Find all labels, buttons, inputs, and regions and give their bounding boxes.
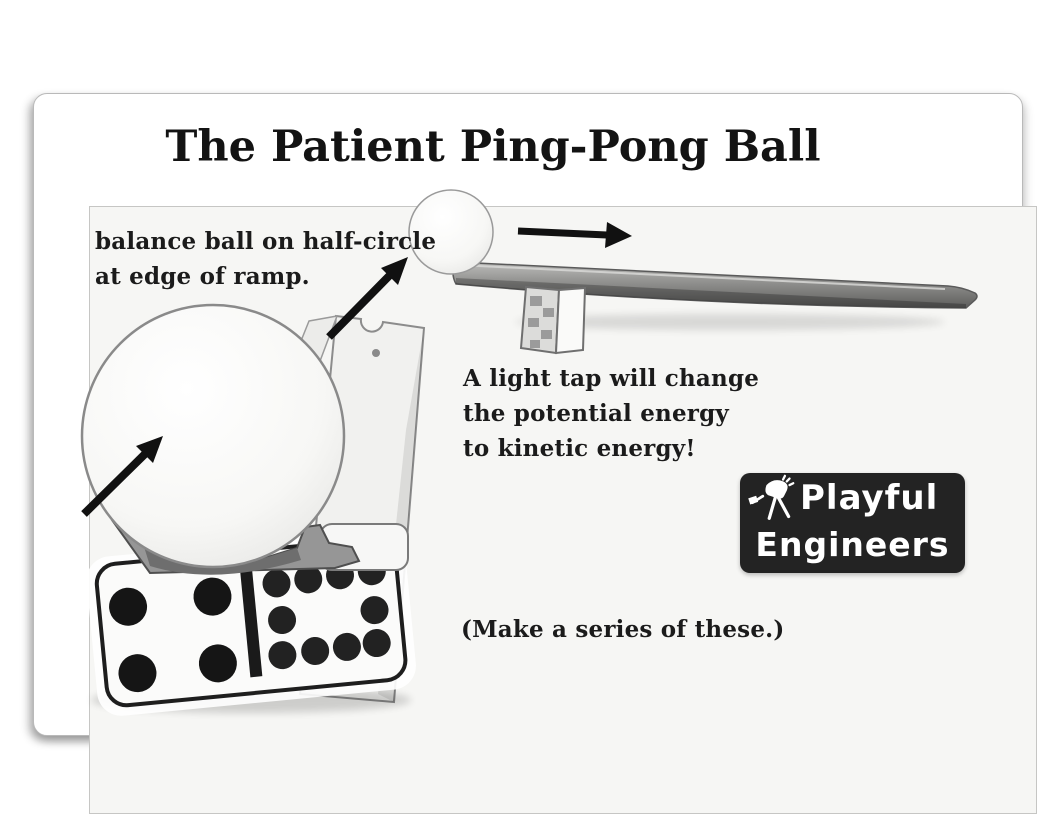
page-title: The Patient Ping-Pong Ball <box>165 122 821 172</box>
balance-note-line1: balance ball on half-circle <box>95 228 437 255</box>
energy-note-line3: to kinetic energy! <box>463 435 696 462</box>
logo-row: Playful <box>740 473 965 523</box>
logo-word-playful: Playful <box>800 478 939 518</box>
logo-word-engineers: Engineers <box>755 525 950 564</box>
seesaw-plank <box>452 261 978 330</box>
energy-note-line2: the potential energy <box>463 400 729 427</box>
arrow-to-ball-icon <box>326 257 408 340</box>
domino-pips-left <box>109 577 237 693</box>
energy-note: A light tap will change the potential en… <box>463 361 759 466</box>
series-note: (Make a series of these.) <box>461 616 785 643</box>
arrow-in-ball-icon <box>81 436 163 517</box>
ball-small <box>408 189 494 275</box>
balance-note: balance ball on half-circle at edge of r… <box>95 224 436 294</box>
domino-pips-right <box>262 557 391 670</box>
playful-engineers-logo: Playful Engineers <box>740 473 965 573</box>
energy-note-line1: A light tap will change <box>463 365 760 392</box>
ball-large <box>80 303 346 569</box>
arrow-direction-icon <box>517 222 632 248</box>
domino-divider <box>239 564 263 678</box>
domino <box>86 530 416 716</box>
fulcrum-block <box>519 285 587 355</box>
balance-note-line2: at edge of ramp. <box>95 263 310 290</box>
hand-compass-hammer-icon <box>748 474 795 520</box>
